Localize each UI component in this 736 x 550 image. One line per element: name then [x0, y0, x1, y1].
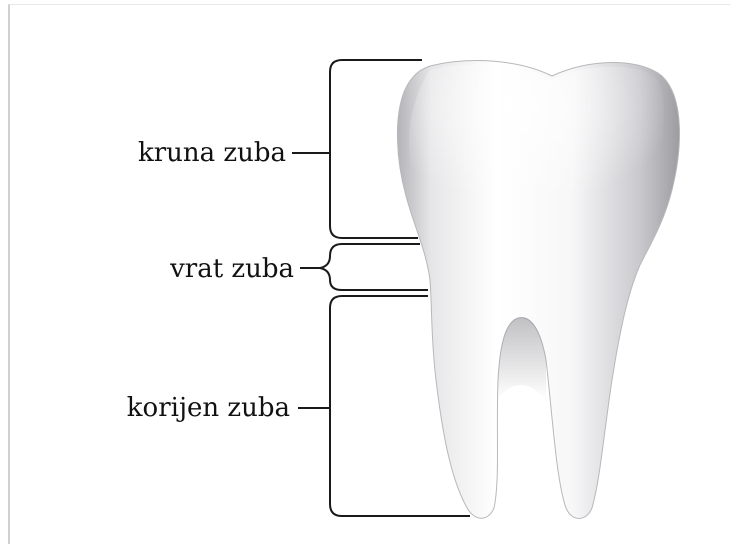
tooth-illustration: [397, 61, 679, 519]
tooth-crown-highlight: [409, 65, 664, 229]
crown-label: kruna zuba: [138, 138, 286, 168]
neck-bracket: [300, 244, 428, 290]
root-label: korijen zuba: [127, 393, 290, 423]
neck-label: vrat zuba: [170, 254, 294, 284]
